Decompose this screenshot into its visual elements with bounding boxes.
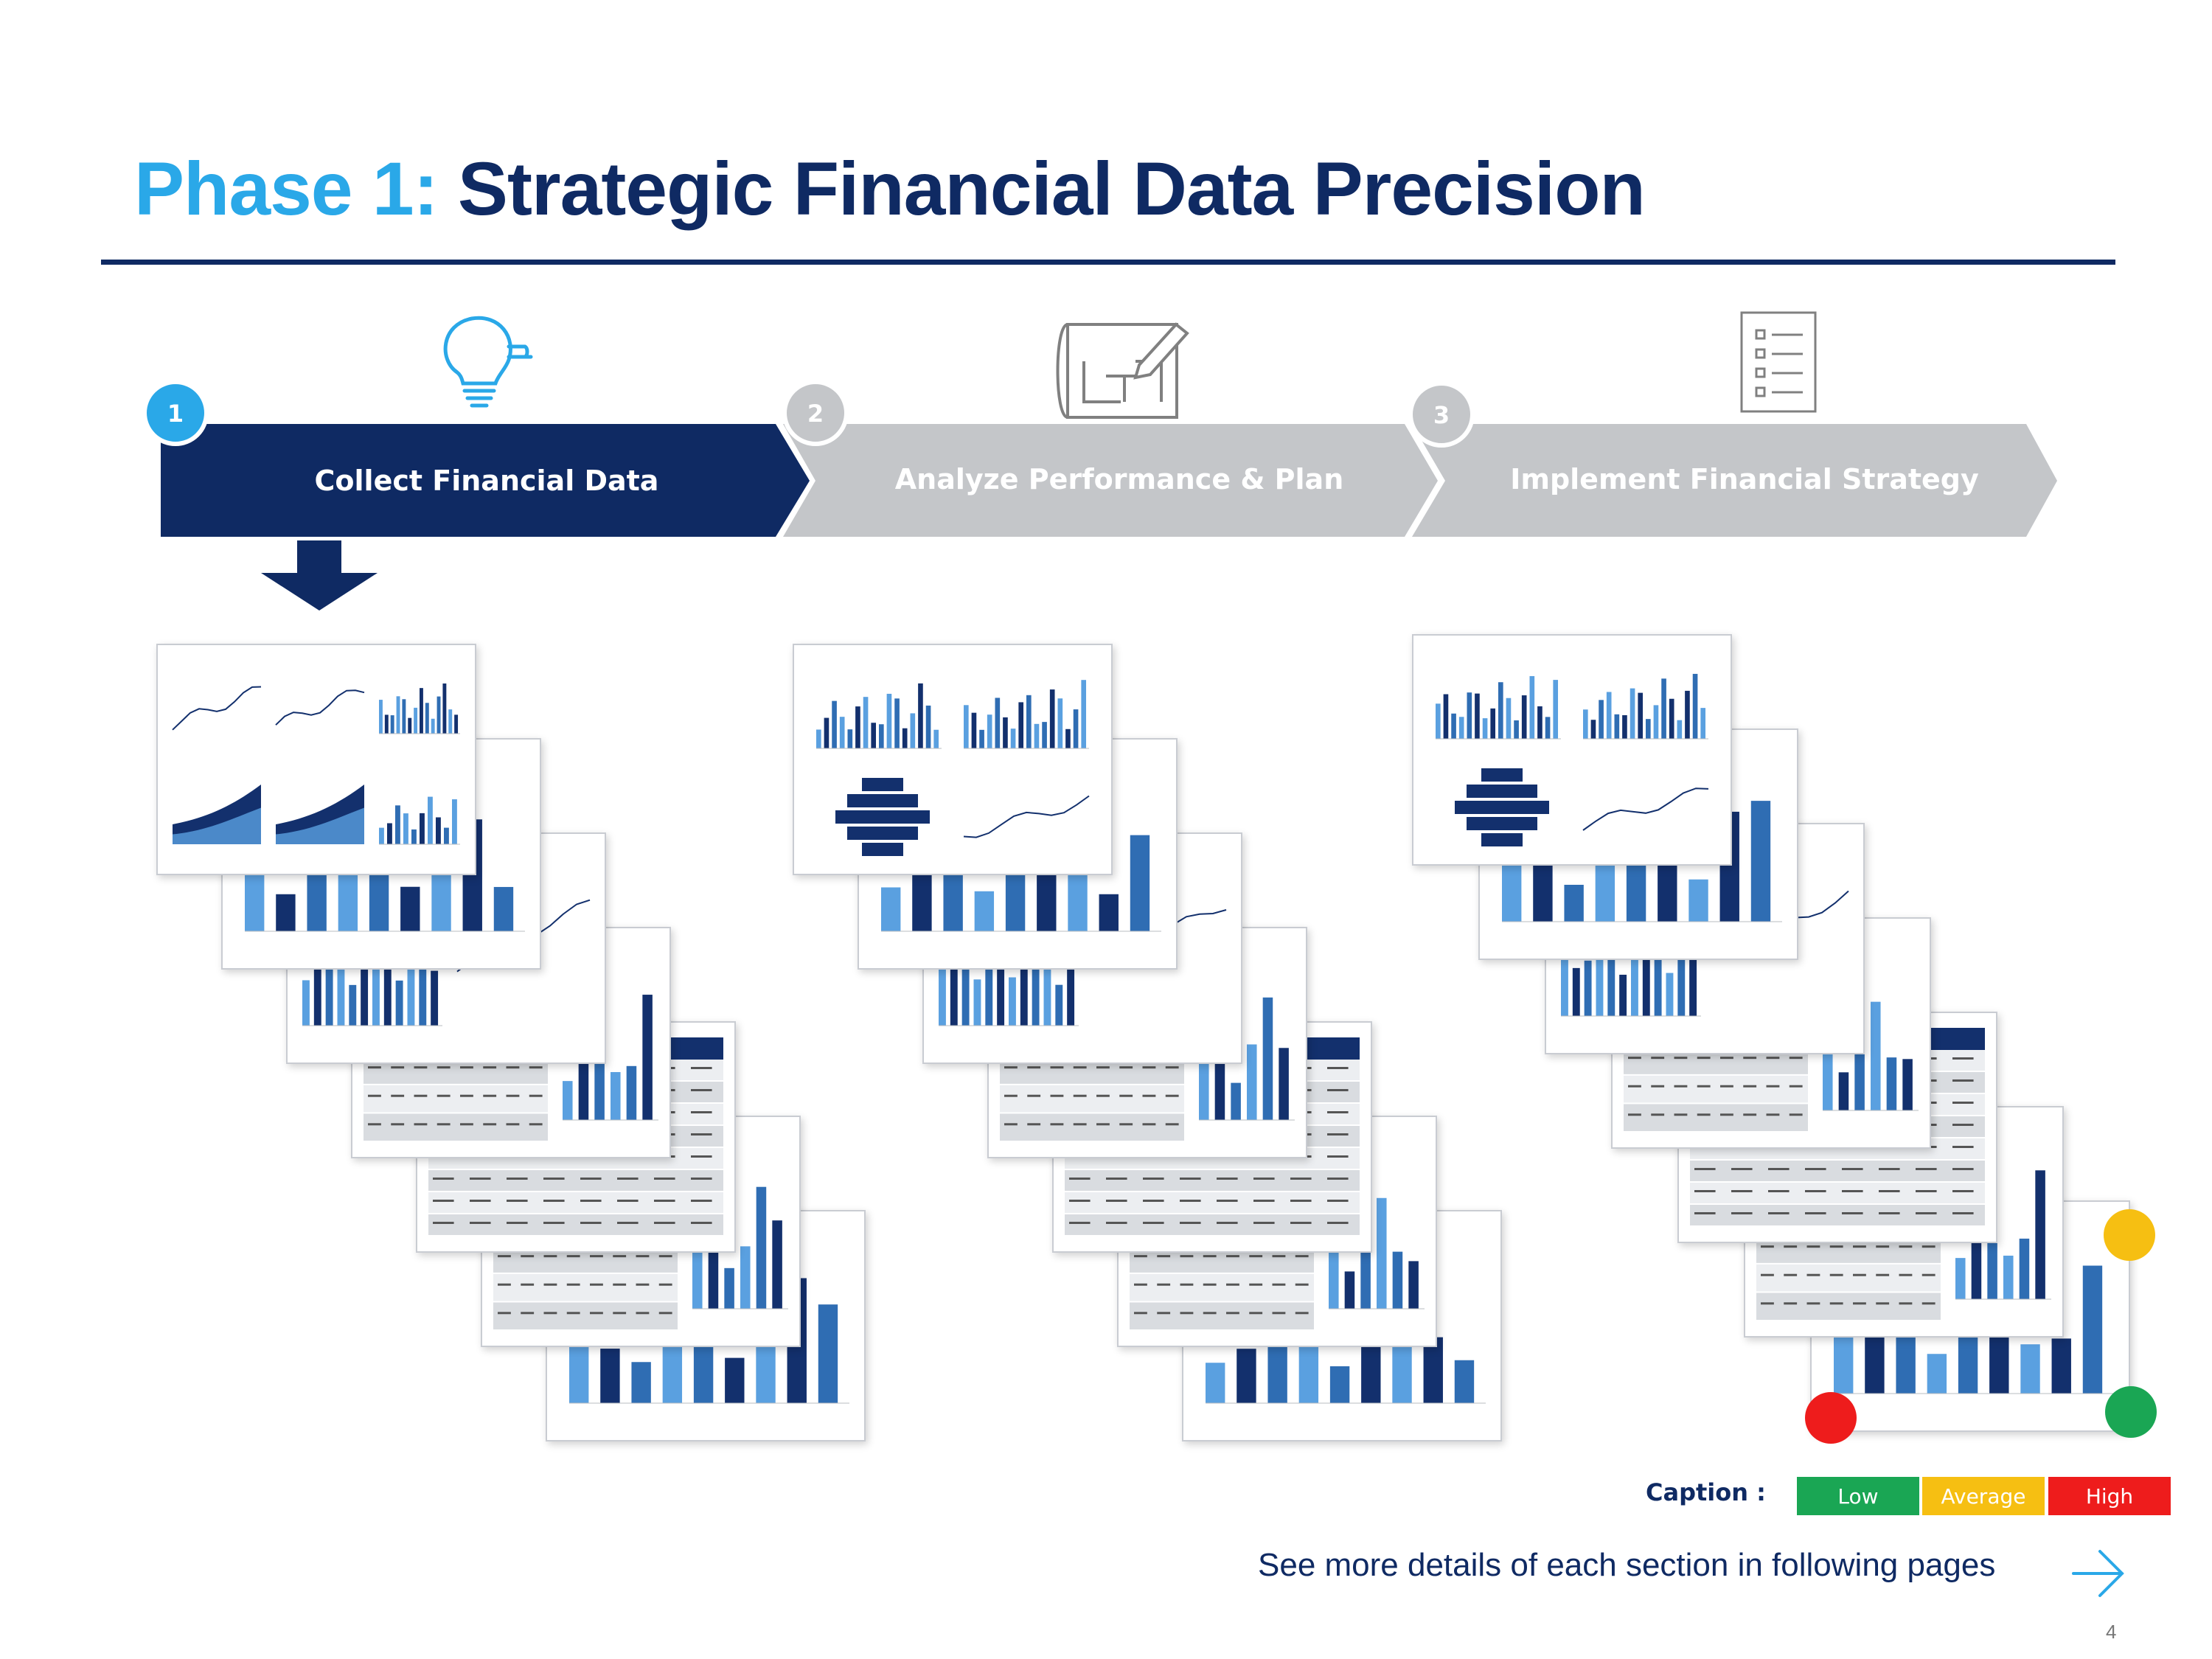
report-thumbnail (793, 644, 1113, 875)
phase-1-chevron[interactable] (161, 424, 810, 537)
phase-3-badge: 3 (1408, 381, 1475, 448)
report-thumbnail (156, 644, 476, 875)
title-divider (101, 260, 2115, 265)
arrow-right-icon[interactable] (2070, 1547, 2126, 1600)
legend-average: Average (1922, 1477, 2045, 1515)
current-phase-arrow (261, 540, 378, 611)
caption-label: Caption : (1646, 1478, 1766, 1506)
rating-dot-high (1805, 1392, 1857, 1444)
phase-2-label: Analyze Performance & Plan (895, 463, 1344, 495)
page-title: Phase 1: Strategic Financial Data Precis… (134, 144, 1646, 234)
footer-text: See more details of each section in foll… (1258, 1547, 1996, 1583)
phase-3-number: 3 (1433, 401, 1450, 429)
report-thumbnail (1412, 634, 1732, 866)
rating-dot-average (2104, 1209, 2155, 1261)
blueprint-pencil-icon (1056, 322, 1189, 419)
rating-dot-low (2105, 1386, 2157, 1438)
title-prefix: Phase 1: (134, 147, 439, 231)
legend-high: High (2048, 1477, 2171, 1515)
phase-2-number: 2 (807, 400, 824, 428)
checklist-icon (1740, 311, 1817, 413)
phase-3-chevron[interactable] (1412, 424, 2057, 537)
phase-1-number: 1 (167, 400, 184, 428)
phase-1-label: Collect Financial Data (315, 465, 659, 497)
lightbulb-icon (443, 316, 533, 408)
page-number: 4 (2106, 1621, 2117, 1643)
legend-low: Low (1797, 1477, 1919, 1515)
phase-3-label: Implement Financial Strategy (1510, 463, 1979, 495)
phase-2-chevron[interactable] (783, 424, 1438, 537)
phase-1-badge: 1 (142, 380, 209, 446)
title-main: Strategic Financial Data Precision (457, 147, 1646, 231)
phase-2-badge: 2 (782, 380, 849, 446)
